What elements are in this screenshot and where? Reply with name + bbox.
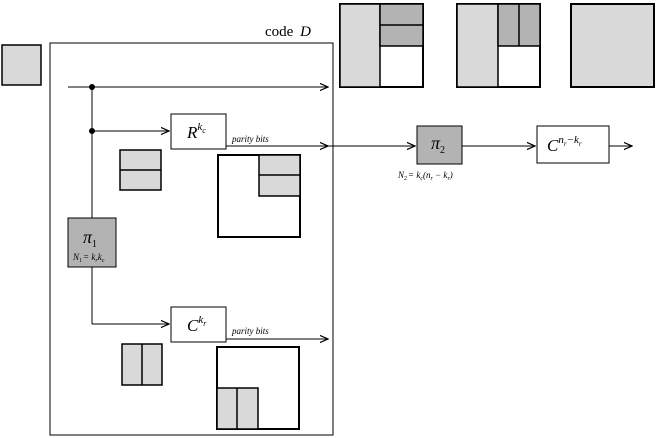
pi2-block (416, 125, 463, 165)
matrix-a (339, 3, 424, 88)
pi1-block (67, 217, 117, 268)
output-encoder-block (536, 125, 610, 164)
pi1-symbol: π1 (83, 227, 97, 250)
row-encoder-label: Rkc (186, 121, 206, 142)
col-parity-label: parity bits (231, 326, 269, 336)
input-block (1, 44, 42, 86)
matrix-b (456, 3, 541, 88)
row-encoder-block (170, 113, 227, 150)
code-d-label: code D (265, 24, 311, 40)
col-encoder-block (170, 306, 227, 343)
pi1-equation: N1= krkc (72, 252, 105, 264)
output-encoder-label: Cnr−kr (547, 134, 582, 155)
pi2-symbol: π2 (431, 133, 445, 156)
matrix-c (570, 3, 655, 88)
row-parity-label: parity bits (231, 134, 269, 144)
code-d-container (49, 42, 334, 436)
pi2-equation: N2= kc(nr − kr) (397, 170, 453, 182)
col-encoder-label: Ckr (187, 314, 207, 335)
